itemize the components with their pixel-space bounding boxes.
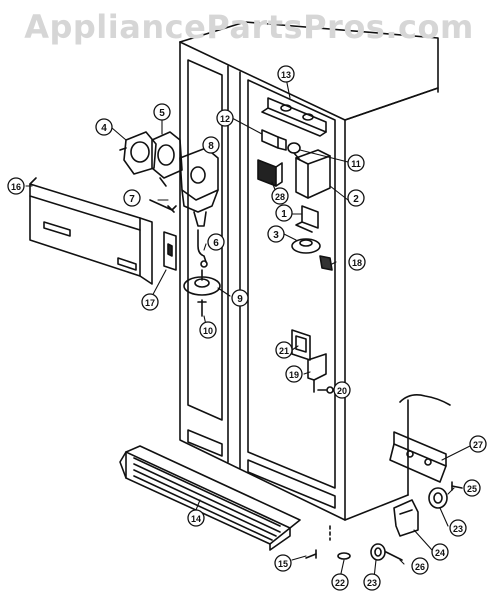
callout-6: 6	[207, 233, 225, 251]
svg-text:19: 19	[289, 370, 299, 380]
part-27-hinge	[389, 431, 447, 483]
svg-text:8: 8	[208, 141, 214, 152]
svg-text:18: 18	[352, 258, 362, 268]
callout-25: 25	[463, 479, 481, 497]
part-25-screw	[451, 481, 463, 491]
part-24-bracket	[393, 499, 419, 537]
callout-21: 21	[275, 341, 293, 359]
part-12-socket	[261, 129, 301, 161]
callout-8: 8	[202, 136, 220, 154]
svg-text:25: 25	[467, 484, 477, 494]
callout-5: 5	[153, 103, 171, 121]
callout-26: 26	[411, 557, 429, 575]
callout-19: 19	[285, 365, 303, 383]
svg-text:22: 22	[335, 578, 345, 588]
callout-9: 9	[231, 289, 249, 307]
part-28-shield	[257, 159, 283, 187]
svg-text:23: 23	[367, 578, 377, 588]
callout-10: 10	[199, 321, 217, 339]
callout-1: 1	[275, 204, 293, 222]
part-26-axle	[385, 551, 403, 561]
callout-3: 3	[267, 225, 285, 243]
part-23-roller-right	[428, 487, 448, 509]
part-2-cover	[295, 149, 331, 199]
svg-text:23: 23	[453, 524, 463, 534]
svg-text:13: 13	[281, 70, 291, 80]
svg-text:12: 12	[220, 114, 230, 124]
svg-text:14: 14	[191, 514, 201, 524]
part-18-clip	[319, 255, 333, 271]
svg-text:17: 17	[145, 298, 155, 308]
svg-text:4: 4	[101, 123, 107, 134]
part-6-tube	[197, 229, 208, 268]
part-16-panel	[29, 177, 153, 285]
part-7-clip	[149, 199, 177, 213]
part-3-knob	[291, 238, 321, 254]
callout-4: 4	[95, 118, 113, 136]
svg-text:24: 24	[435, 548, 445, 558]
callout-18: 18	[348, 253, 366, 271]
callout-24: 24	[431, 543, 449, 561]
callout-23-right: 23	[449, 519, 467, 537]
part-8-motor	[179, 147, 219, 227]
part-17-switch	[163, 231, 177, 271]
svg-text:9: 9	[237, 294, 243, 305]
part-23-roller-lower	[370, 543, 386, 561]
part-9-knob	[183, 269, 221, 296]
svg-text:21: 21	[279, 346, 289, 356]
svg-text:1: 1	[281, 209, 287, 220]
svg-text:20: 20	[337, 386, 347, 396]
callout-14: 14	[187, 509, 205, 527]
part-19-bracket	[307, 353, 327, 393]
part-13-bracket	[261, 97, 327, 137]
svg-text:2: 2	[353, 194, 359, 205]
svg-text:26: 26	[415, 562, 425, 572]
svg-text:7: 7	[129, 194, 135, 205]
part-5-fan-housing	[151, 131, 183, 187]
part-1-bracket	[295, 205, 319, 233]
callout-22: 22	[331, 573, 349, 591]
svg-text:3: 3	[273, 230, 279, 241]
callout-28: 28	[271, 187, 289, 205]
callout-13: 13	[277, 65, 295, 83]
callout-11: 11	[347, 154, 365, 172]
callout-16: 16	[7, 177, 25, 195]
svg-text:27: 27	[473, 440, 483, 450]
part-10-screw	[197, 299, 207, 317]
svg-text:15: 15	[278, 559, 288, 569]
svg-text:16: 16	[11, 182, 21, 192]
callout-17: 17	[141, 293, 159, 311]
callout-group: 1 2 3 4 5 6 7 8 9 10 11 12 13 14 15 16 1…	[7, 65, 487, 591]
callout-23-lower: 23	[363, 573, 381, 591]
svg-text:6: 6	[213, 238, 219, 249]
part-21-damper	[291, 329, 311, 361]
svg-text:5: 5	[159, 108, 165, 119]
callout-7: 7	[123, 189, 141, 207]
part-4-housing	[119, 131, 157, 175]
part-15-screw	[305, 549, 317, 559]
watermark-text: AppliancePartsPros.com	[24, 8, 474, 46]
callout-27: 27	[469, 435, 487, 453]
callout-15: 15	[274, 554, 292, 572]
callout-20: 20	[333, 381, 351, 399]
callout-2: 2	[347, 189, 365, 207]
svg-text:11: 11	[351, 159, 361, 169]
svg-text:10: 10	[203, 326, 213, 336]
part-22-washer	[329, 525, 351, 560]
callout-12: 12	[216, 109, 234, 127]
svg-text:28: 28	[275, 192, 285, 202]
cabinet-body	[179, 21, 451, 521]
